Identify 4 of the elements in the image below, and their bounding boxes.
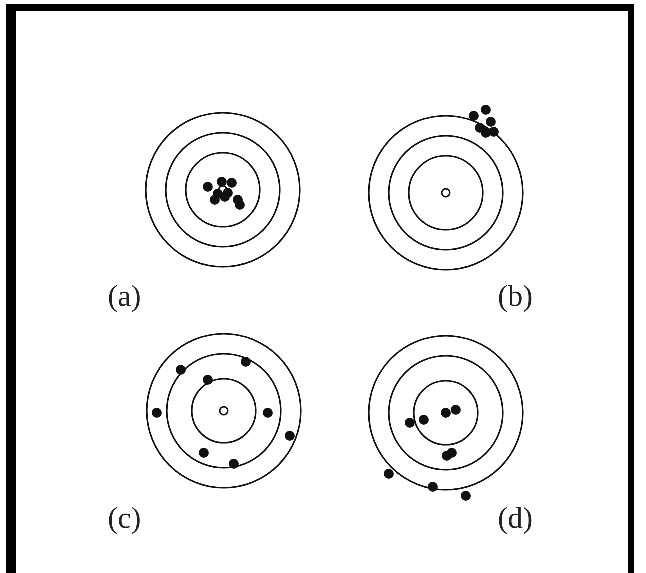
panel-label: (b): [498, 282, 533, 312]
panel-label: (d): [498, 504, 533, 534]
panel-label: (c): [108, 504, 142, 534]
panel-label: (a): [108, 282, 142, 312]
